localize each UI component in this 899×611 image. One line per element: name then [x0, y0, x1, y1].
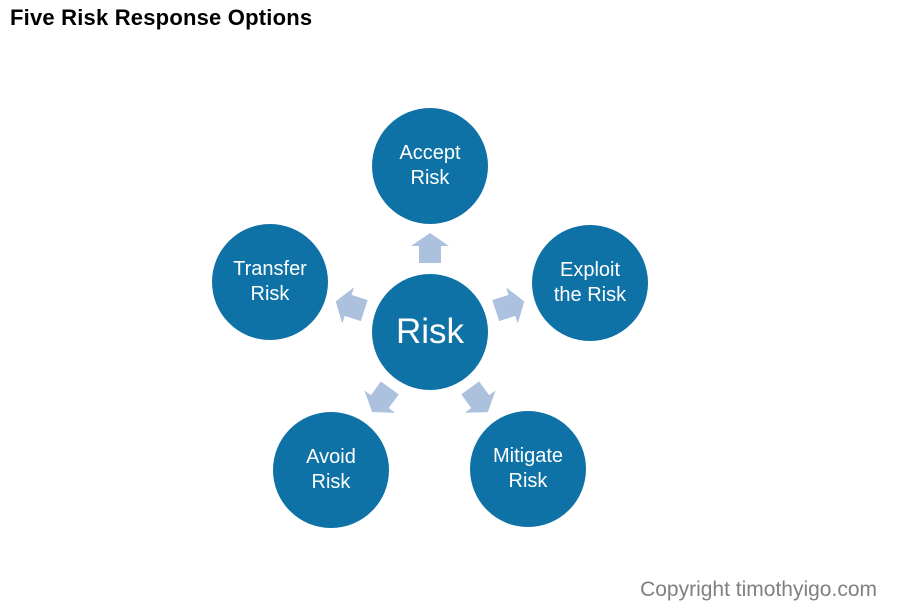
arrow-down-right-to-mitigate-icon — [461, 381, 496, 413]
page-title: Five Risk Response Options — [10, 5, 313, 30]
node-transfer-risk: Transfer Risk — [212, 224, 328, 340]
node-mitigate-risk: Mitigate Risk — [470, 411, 586, 527]
arrow-down-left-to-avoid-icon — [364, 381, 399, 413]
node-transfer-risk-label: Transfer Risk — [233, 258, 307, 305]
arrow-up-to-accept-icon — [411, 233, 449, 263]
node-risk-center-label: Risk — [395, 312, 465, 351]
node-exploit-the-risk: Exploit the Risk — [532, 225, 648, 341]
node-avoid-risk-label: Avoid Risk — [306, 446, 356, 493]
copyright-text: Copyright timothyigo.com — [640, 578, 877, 601]
node-accept-risk: Accept Risk — [372, 108, 488, 224]
node-exploit-the-risk-label: Exploit the Risk — [553, 259, 627, 306]
node-mitigate-risk-label: Mitigate Risk — [492, 445, 564, 492]
node-accept-risk-label: Accept Risk — [399, 142, 461, 189]
node-risk-center: Risk — [372, 274, 488, 390]
arrow-right-to-exploit-icon — [492, 287, 525, 324]
node-avoid-risk: Avoid Risk — [273, 412, 389, 528]
arrow-left-to-transfer-icon — [335, 287, 368, 324]
